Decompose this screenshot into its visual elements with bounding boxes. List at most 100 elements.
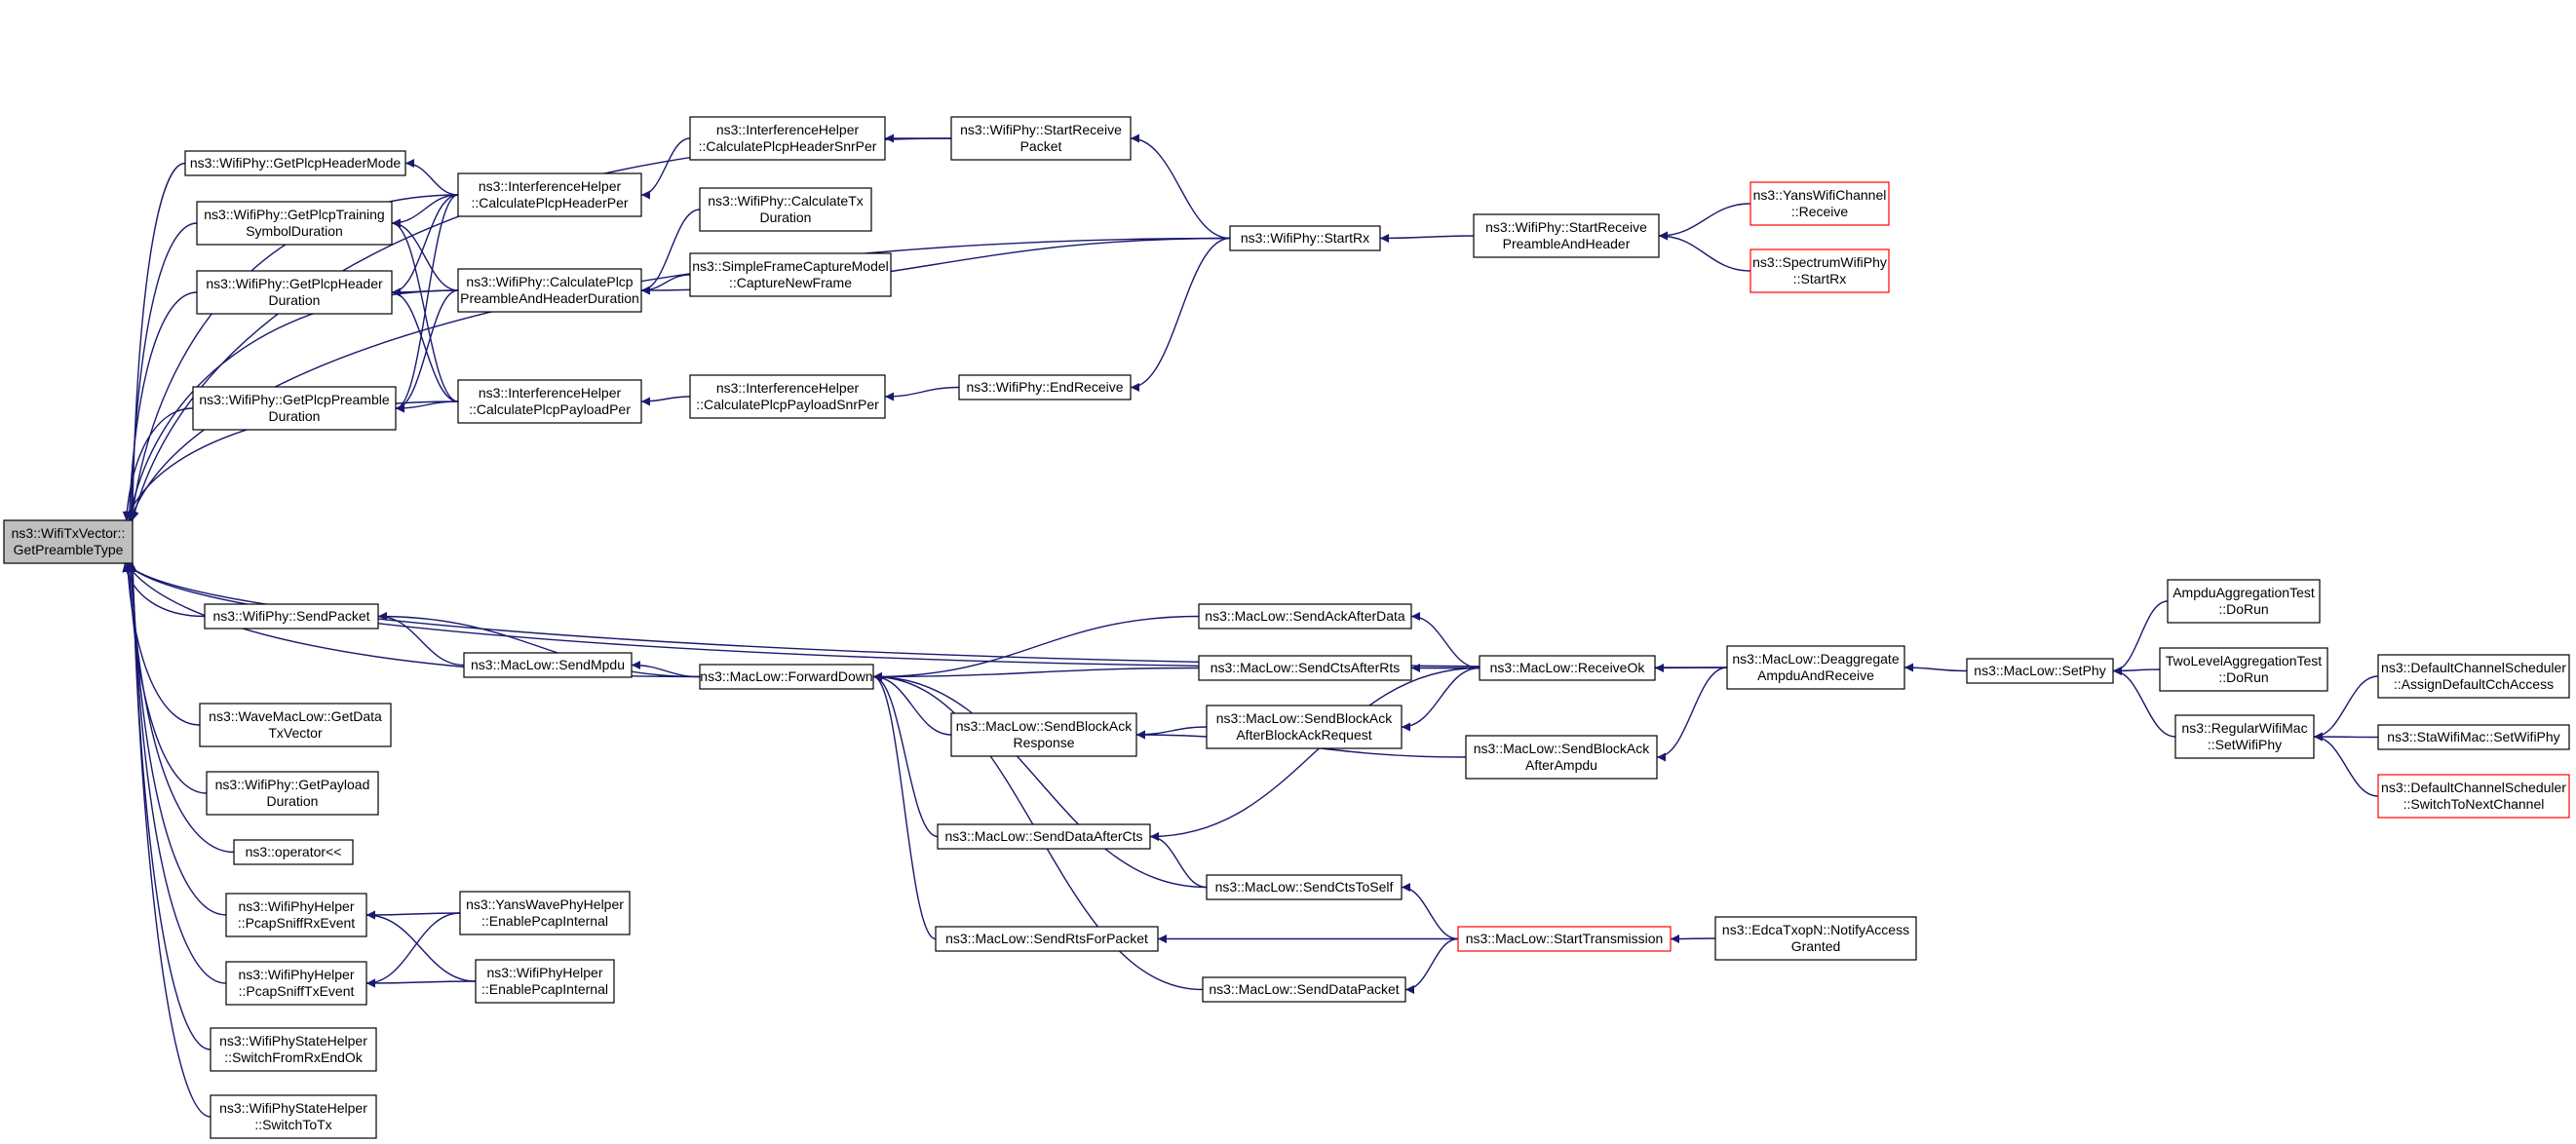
node-label-line: Duration bbox=[269, 408, 321, 424]
edge-sta-set-wifi-phy-to-regular-set-wifi-phy bbox=[2313, 732, 2379, 742]
edge-forward-down-to-send-mpdu bbox=[631, 661, 701, 678]
node-set-phy: ns3::MacLow::SetPhy bbox=[1966, 658, 2114, 684]
node-box bbox=[689, 252, 892, 297]
node-receive-ok: ns3::MacLow::ReceiveOk bbox=[1479, 655, 1656, 681]
edge-calc-header-per-to-get-plcp-preamble-dur bbox=[395, 194, 459, 413]
edge-calc-header-per-to-get-plcp-header-mode bbox=[404, 159, 459, 196]
edge-send-mpdu-to-send-packet bbox=[377, 612, 465, 667]
node-label-line: ns3::StaWifiMac::SetWifiPhy bbox=[2387, 729, 2559, 744]
node-label-line: ::SwitchFromRxEndOk bbox=[224, 1049, 364, 1065]
edge-get-payload-duration-to-root bbox=[125, 562, 208, 794]
edge-two-level-do-run-to-set-phy bbox=[2112, 666, 2161, 675]
node-label-line: ns3::MacLow::SendDataAfterCts bbox=[944, 828, 1142, 844]
node-label-line: ns3::MacLow::SendBlockAck bbox=[1474, 741, 1651, 756]
node-label-line: ::Receive bbox=[1791, 204, 1849, 219]
node-pcap-tx: ns3::WifiPhyHelper::PcapSniffTxEvent bbox=[225, 961, 367, 1006]
node-pcap-rx: ns3::WifiPhyHelper::PcapSniffRxEvent bbox=[225, 893, 367, 937]
node-box bbox=[1465, 735, 1658, 780]
edge-switch-to-tx-to-root bbox=[128, 562, 211, 1118]
edge-send-cts-to-self-to-send-data-after-cts bbox=[1149, 832, 1208, 889]
node-box bbox=[192, 386, 397, 431]
edge-forward-down-to-send-packet bbox=[377, 612, 701, 678]
edge-assign-default-cch-to-regular-set-wifi-phy bbox=[2313, 675, 2379, 742]
node-box bbox=[1202, 976, 1406, 1003]
edge-calc-preamble-and-header-to-get-plcp-preamble-dur bbox=[395, 289, 459, 413]
node-send-data-packet: ns3::MacLow::SendDataPacket bbox=[1202, 976, 1406, 1003]
node-box bbox=[459, 891, 631, 935]
node-box bbox=[1457, 926, 1672, 952]
node-wifi-phy-enable: ns3::WifiPhyHelper::EnablePcapInternal bbox=[475, 959, 615, 1004]
node-label-line: ns3::EdcaTxopN::NotifyAccess bbox=[1722, 922, 1909, 937]
node-label-line: ::PcapSniffRxEvent bbox=[238, 915, 355, 931]
node-label-line: SymbolDuration bbox=[246, 223, 343, 239]
edge-start-transmission-to-send-cts-to-self bbox=[1401, 883, 1459, 940]
node-label-line: ns3::YansWifiChannel bbox=[1753, 187, 1887, 203]
node-regular-set-wifi-phy: ns3::RegularWifiMac::SetWifiPhy bbox=[2174, 714, 2315, 759]
node-box bbox=[689, 116, 886, 161]
node-label-line: ns3::DefaultChannelScheduler bbox=[2381, 780, 2566, 795]
edge-send-cts-after-rts-to-forward-down bbox=[872, 667, 1200, 681]
edge-calc-preamble-and-header-to-get-plcp-header-dur bbox=[391, 287, 459, 297]
node-box bbox=[204, 603, 379, 629]
node-label-line: ns3::SpectrumWifiPhy bbox=[1752, 254, 1887, 270]
node-box bbox=[699, 664, 874, 690]
edge-start-rx-to-start-receive-packet bbox=[1130, 133, 1231, 240]
node-label-line: ::EnablePcapInternal bbox=[481, 981, 608, 997]
node-end-receive: ns3::WifiPhy::EndReceive bbox=[958, 374, 1132, 400]
node-label-line: ::CalculatePlcpHeaderSnrPer bbox=[699, 138, 877, 154]
node-label-line: ns3::MacLow::SendMpdu bbox=[471, 657, 625, 672]
node-label-line: ::StartRx bbox=[1793, 271, 1846, 286]
node-label-line: ns3::MacLow::SendCtsToSelf bbox=[1215, 879, 1394, 895]
node-label-line: ::CalculatePlcpPayloadSnrPer bbox=[696, 397, 879, 412]
node-start-receive-preamble: ns3::WifiPhy::StartReceivePreambleAndHea… bbox=[1473, 213, 1660, 258]
edge-set-phy-to-deaggregate bbox=[1903, 663, 1968, 672]
edge-deaggregate-to-send-block-ack-after-ampdu bbox=[1656, 667, 1728, 762]
node-ampdu-do-run: AmpduAggregationTest::DoRun bbox=[2167, 579, 2321, 624]
node-label-line: ns3::InterferenceHelper bbox=[716, 122, 860, 137]
node-label-line: ::DoRun bbox=[2218, 601, 2268, 617]
node-switch-to-tx: ns3::WifiPhyStateHelper::SwitchToTx bbox=[210, 1094, 377, 1139]
edge-send-block-ack-after-req-to-send-block-ack-response bbox=[1135, 726, 1208, 740]
node-label-line: ns3::MacLow::ReceiveOk bbox=[1490, 660, 1646, 675]
node-label-line: ns3::RegularWifiMac bbox=[2181, 720, 2307, 736]
node-box bbox=[689, 374, 886, 419]
node-label-line: ::CalculatePlcpPayloadPer bbox=[469, 401, 631, 417]
node-label-line: ns3::MacLow::SetPhy bbox=[1974, 663, 2105, 678]
node-sta-set-wifi-phy: ns3::StaWifiMac::SetWifiPhy bbox=[2377, 724, 2570, 750]
edge-start-transmission-to-send-data-packet bbox=[1404, 937, 1459, 994]
node-box bbox=[457, 379, 642, 424]
node-start-rx: ns3::WifiPhy::StartRx bbox=[1229, 225, 1381, 251]
node-label-line: ns3::InterferenceHelper bbox=[479, 178, 622, 194]
node-label-line: ns3::WifiPhy::GetPlcpHeaderMode bbox=[190, 155, 402, 171]
edge-send-cts-to-self-to-forward-down bbox=[872, 672, 1208, 889]
node-calc-preamble-and-header: ns3::WifiPhy::CalculatePlcpPreambleAndHe… bbox=[457, 268, 642, 313]
node-label-line: ns3::MacLow::SendDataPacket bbox=[1209, 981, 1399, 997]
edge-start-rx-to-end-receive bbox=[1130, 237, 1231, 392]
edge-get-plcp-header-mode-to-root bbox=[128, 162, 186, 521]
node-send-mpdu: ns3::MacLow::SendMpdu bbox=[463, 652, 633, 678]
node-get-plcp-header-mode: ns3::WifiPhy::GetPlcpHeaderMode bbox=[184, 150, 406, 176]
edge-get-plcp-training-to-root bbox=[126, 222, 198, 521]
node-box bbox=[2377, 724, 2570, 750]
node-box bbox=[958, 374, 1132, 400]
node-box bbox=[210, 1027, 377, 1072]
edge-calc-header-per-to-get-plcp-header-dur bbox=[391, 194, 459, 297]
node-box bbox=[937, 823, 1151, 850]
node-assign-default-cch: ns3::DefaultChannelScheduler::AssignDefa… bbox=[2377, 654, 2570, 699]
node-box bbox=[457, 172, 642, 217]
node-label-line: ::EnablePcapInternal bbox=[481, 913, 608, 929]
node-label-line: ::SetWifiPhy bbox=[2208, 737, 2282, 752]
node-label-line: ::SwitchToNextChannel bbox=[2403, 796, 2545, 812]
node-box bbox=[199, 703, 392, 747]
node-label-line: ns3::InterferenceHelper bbox=[716, 380, 860, 396]
node-box bbox=[950, 712, 1137, 757]
node-send-data-after-cts: ns3::MacLow::SendDataAfterCts bbox=[937, 823, 1151, 850]
node-box bbox=[1726, 645, 1905, 690]
node-box bbox=[2377, 774, 2570, 819]
edge-get-plcp-header-dur-to-root bbox=[125, 291, 198, 521]
node-label-line: ns3::WifiPhyHelper bbox=[238, 967, 354, 982]
